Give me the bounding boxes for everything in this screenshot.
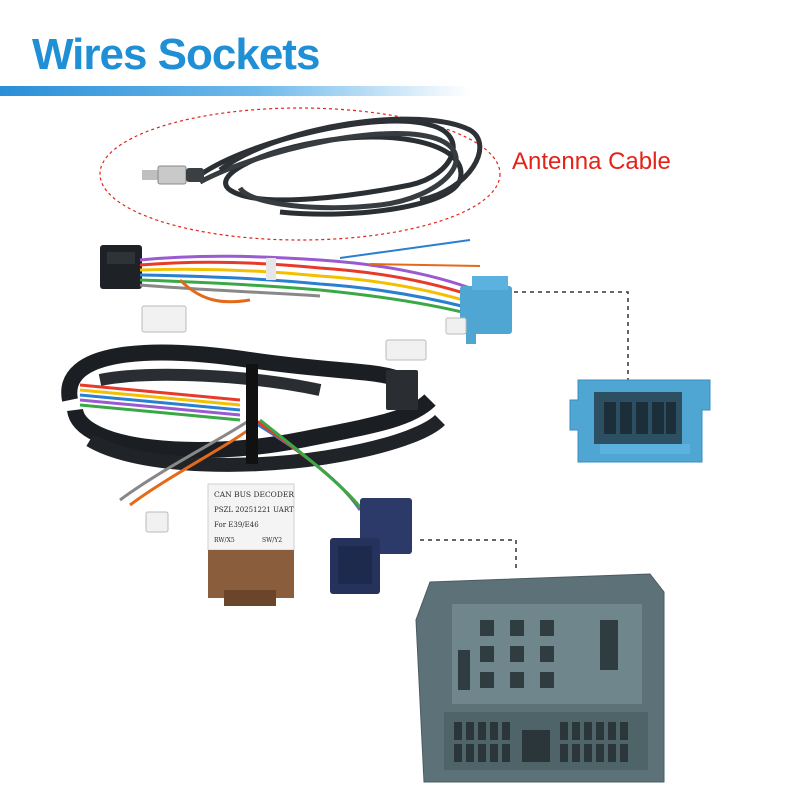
- white-plug: [141, 305, 187, 333]
- black-connector-top: [386, 370, 418, 410]
- can-bus-decoder: CAN BUS DECODER PSZL 20251221 UART For E…: [207, 483, 295, 606]
- dark-blue-plug: [330, 498, 412, 594]
- antenna-plug-tip: [142, 170, 160, 180]
- antenna-highlight-ellipse: [99, 107, 501, 241]
- antenna-plug: [157, 165, 187, 185]
- antenna-cable: [99, 107, 501, 241]
- grey-connector-closeup: [415, 573, 665, 783]
- antenna-cable-label: Antenna Cable: [512, 148, 671, 175]
- decoder-label-line2: PSZL 20251221 UART: [214, 506, 294, 514]
- decoder-label-line3: For E39/E46: [214, 521, 259, 529]
- decoder-label-line4-left: RW/X5: [214, 537, 235, 544]
- decoder-label-line4-right: SW/Y2: [262, 537, 282, 544]
- callout-line-blue: [514, 291, 629, 380]
- blue-connector-closeup: [569, 379, 711, 463]
- callout-line-grey: [420, 539, 517, 572]
- decoder-label-line1: CAN BUS DECODER: [214, 490, 294, 499]
- title-underline: [0, 86, 470, 96]
- blue-connector-small: [460, 286, 512, 334]
- upper-harness: [100, 239, 512, 344]
- page-title: Wires Sockets: [32, 30, 320, 79]
- main-harness: [61, 339, 445, 533]
- black-plug-connector: [100, 245, 142, 289]
